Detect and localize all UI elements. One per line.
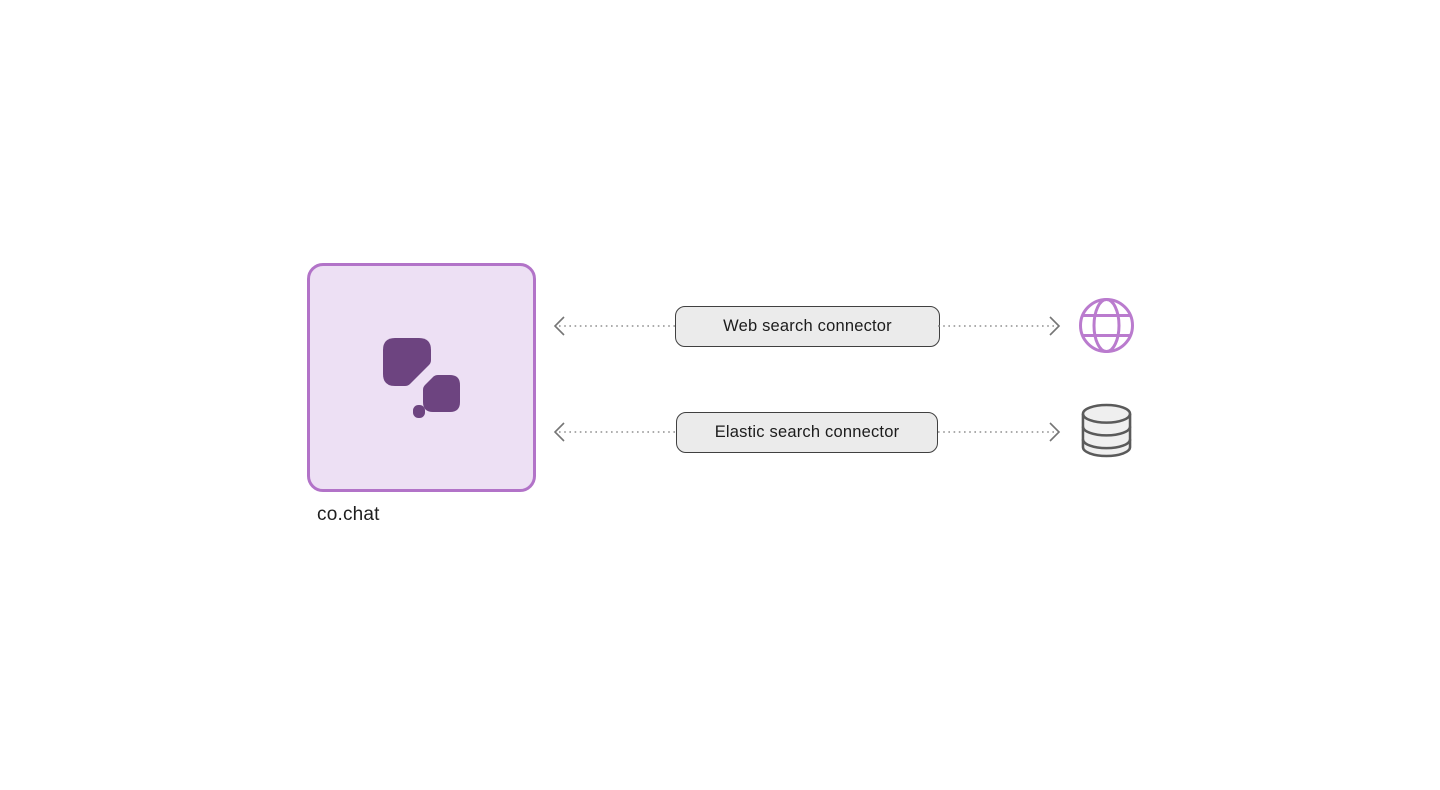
- elastic-search-connector-pill: Elastic search connector: [676, 412, 938, 453]
- web-connector-left-arrow: [553, 316, 678, 336]
- co-chat-node: [307, 263, 536, 492]
- elastic-search-connector-label: Elastic search connector: [714, 423, 900, 441]
- web-search-connector-pill: Web search connector: [675, 306, 940, 347]
- database-icon: [1081, 403, 1132, 458]
- co-chat-node-label: co.chat: [317, 504, 380, 525]
- elastic-connector-right-arrow: [938, 422, 1061, 442]
- elastic-connector-left-arrow: [553, 422, 678, 442]
- web-search-connector-label: Web search connector: [723, 317, 892, 335]
- globe-icon: [1079, 298, 1134, 353]
- web-connector-right-arrow: [938, 316, 1061, 336]
- co-chat-logo-icon: [383, 337, 460, 418]
